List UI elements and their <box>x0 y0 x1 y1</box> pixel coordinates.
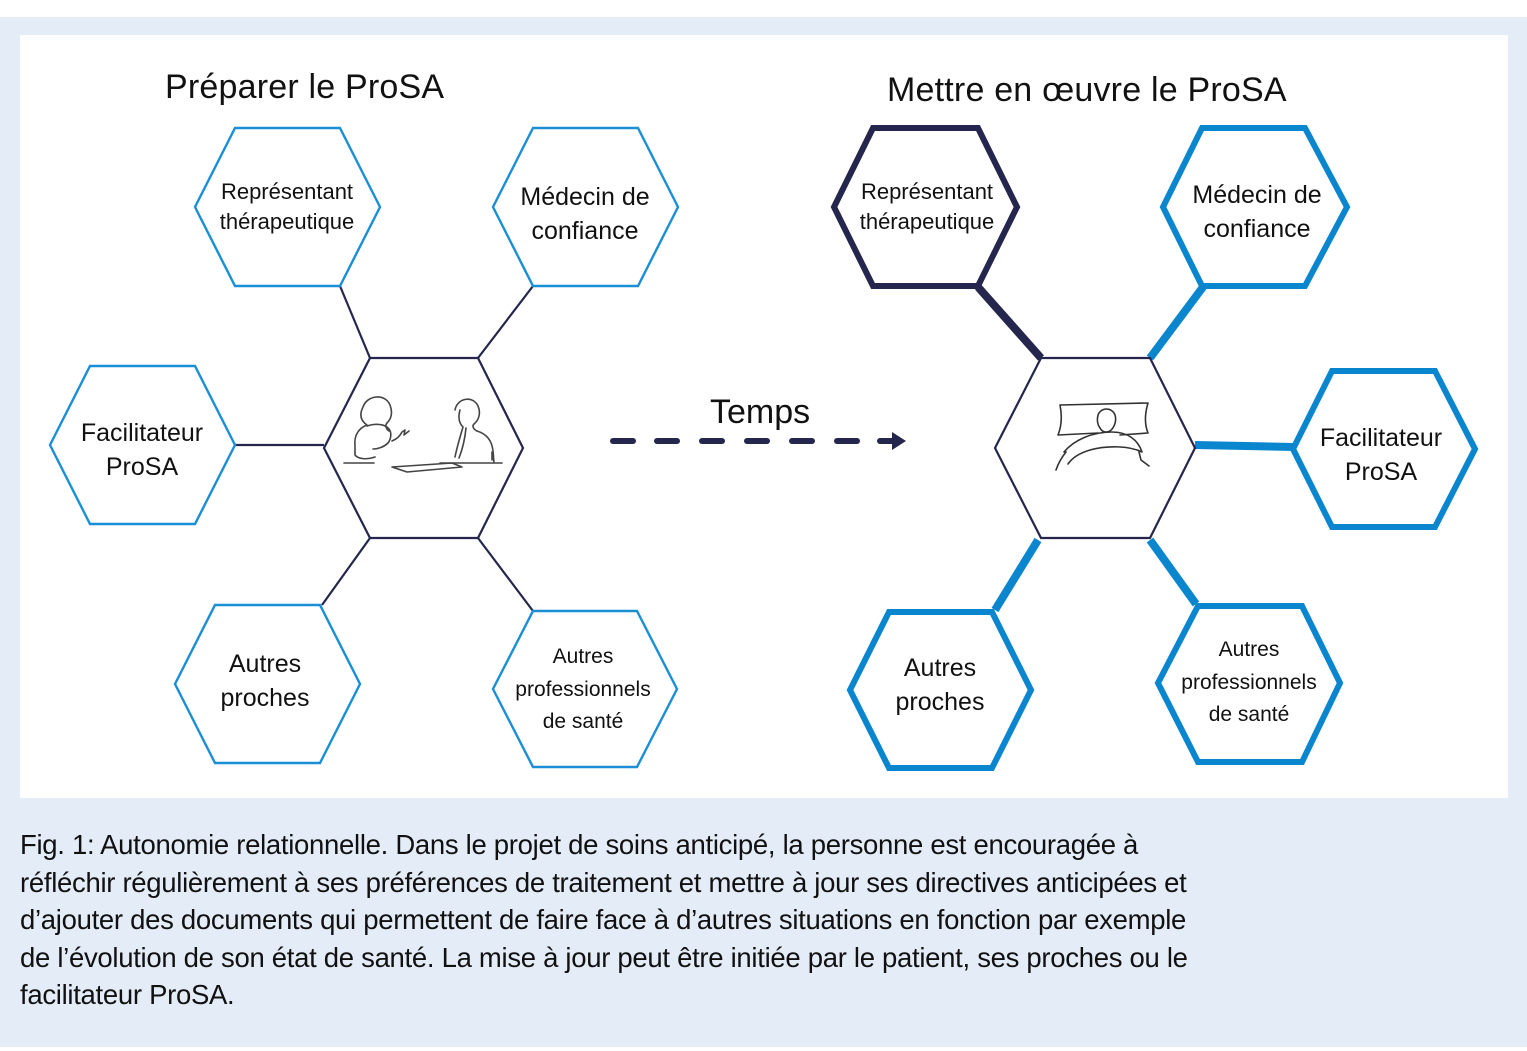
connector-right-proches <box>991 537 1042 613</box>
label-line: Médecin de <box>1192 181 1322 209</box>
label-line: confiance <box>1203 215 1311 243</box>
right-node-representant: Représentant thérapeutique <box>860 177 995 237</box>
left-hex-medecin <box>491 126 680 288</box>
connector-left-representant <box>338 285 372 359</box>
connector-left-proches <box>321 537 371 606</box>
label-line: Autres <box>903 654 977 682</box>
left-connectors <box>235 285 534 612</box>
right-hex-facilitateur <box>1289 368 1479 530</box>
label-line: de santé <box>542 710 624 734</box>
left-node-medecin: Médecin de confiance <box>520 180 649 248</box>
caption-line: facilitateur ProSA. <box>20 979 235 1010</box>
connector-right-facilitateur <box>1194 441 1294 451</box>
right-node-proches: Autres proches <box>896 651 985 719</box>
connector-left-professionnels <box>477 537 534 612</box>
label-line: ProSA <box>105 453 179 481</box>
right-hex-proches <box>846 609 1035 771</box>
label-line: thérapeutique <box>859 209 995 234</box>
connector-right-medecin <box>1146 284 1207 361</box>
right-node-facilitateur: Facilitateur ProSA <box>1320 421 1442 489</box>
label-line: professionnels <box>515 677 651 701</box>
left-center-hexagon <box>322 356 525 540</box>
left-node-representant: Représentant thérapeutique <box>220 177 355 237</box>
left-panel-title: Préparer le ProSA <box>165 68 445 106</box>
left-node-professionnels: Autres professionnels de santé <box>515 641 650 739</box>
caption-line: réfléchir régulièrement à ses préférence… <box>20 866 1187 898</box>
right-panel-title: Mettre en œuvre le ProSA <box>887 71 1287 109</box>
label-line: thérapeutique <box>219 209 355 234</box>
right-hex-professionnels <box>1154 603 1344 765</box>
label-line: ProSA <box>1344 458 1418 486</box>
patient-in-bed-icon <box>1055 402 1150 471</box>
caption-line: Fig. 1: Autonomie relationnelle. Dans le… <box>20 829 1139 860</box>
left-node-facilitateur: Facilitateur ProSA <box>81 416 203 484</box>
connector-left-medecin <box>477 285 534 359</box>
right-node-medecin: Médecin de confiance <box>1192 178 1321 246</box>
right-hex-medecin <box>1159 125 1351 289</box>
left-hex-proches <box>173 603 362 765</box>
label-line: Représentant <box>860 179 994 205</box>
label-line: Autres <box>552 645 614 669</box>
label-line: Facilitateur <box>80 419 204 447</box>
label-line: de santé <box>1208 703 1290 727</box>
figure-caption: Fig. 1: Autonomie relationnelle. Dans le… <box>20 826 1480 1014</box>
left-hex-professionnels <box>491 609 679 769</box>
right-hex-representant <box>830 125 1021 289</box>
caption-line: de l’évolution de son état de santé. La … <box>20 941 1188 973</box>
connector-right-representant <box>975 284 1044 361</box>
left-hex-facilitateur <box>48 364 237 526</box>
left-outer-hexagons <box>48 126 680 769</box>
right-connectors <box>975 284 1294 613</box>
connector-right-professionnels <box>1146 537 1200 607</box>
label-line: Représentant <box>220 179 354 205</box>
left-node-proches: Autres proches <box>221 647 310 715</box>
right-outer-hexagons <box>830 125 1479 771</box>
time-label: Temps <box>710 393 811 431</box>
label-line: Autres <box>1218 638 1280 662</box>
label-line: proches <box>895 688 985 716</box>
left-hex-representant <box>193 126 382 288</box>
label-line: Facilitateur <box>1319 424 1443 452</box>
label-line: professionnels <box>1181 670 1317 694</box>
consultation-two-people-icon <box>343 396 503 473</box>
label-line: confiance <box>531 217 639 245</box>
label-line: Autres <box>228 650 302 678</box>
caption-line: d’ajouter des documents qui permettent d… <box>20 904 1187 935</box>
right-node-professionnels: Autres professionnels de santé <box>1181 634 1316 732</box>
label-line: proches <box>220 684 310 712</box>
label-line: Médecin de <box>520 183 650 211</box>
dashed-arrow-right-icon <box>610 432 906 450</box>
